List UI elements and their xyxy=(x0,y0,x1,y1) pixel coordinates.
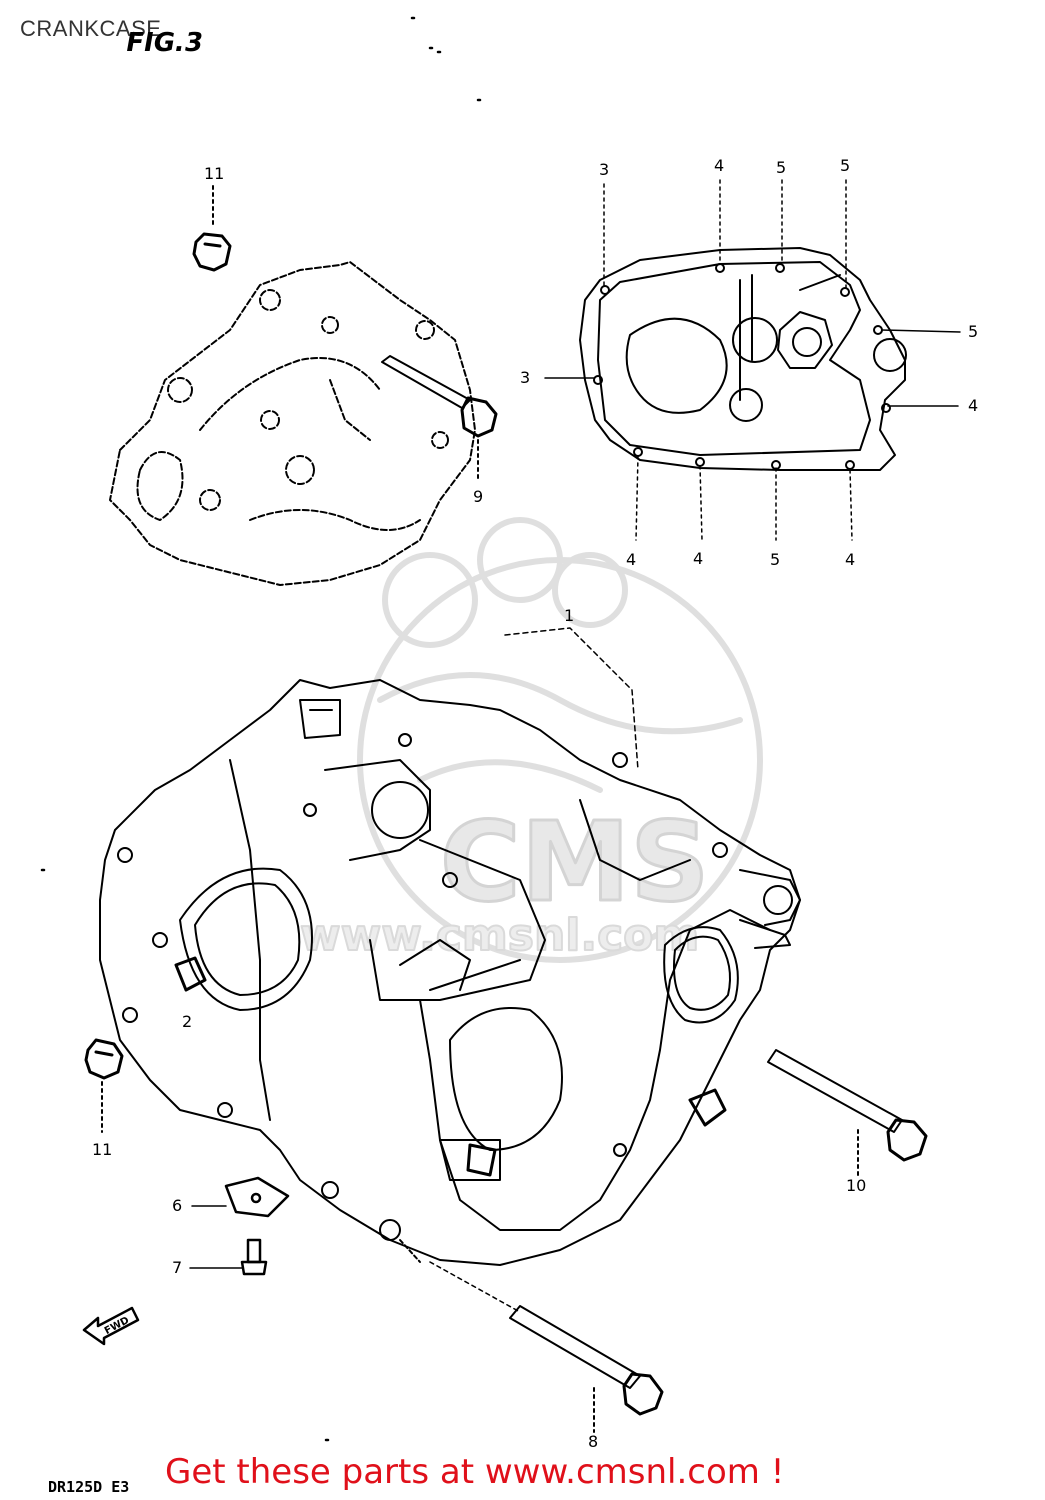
page-title: CRANKCASE xyxy=(20,16,162,41)
watermark-url: www.cmsnl.com xyxy=(300,910,699,961)
callout-5-top-a: 5 xyxy=(776,158,787,177)
callout-4-bottom-a: 4 xyxy=(626,550,637,569)
callout-5-right: 5 xyxy=(968,322,979,341)
scan-specks xyxy=(40,16,482,1442)
promo-link[interactable]: Get these parts at www.cmsnl.com ! xyxy=(165,1452,785,1492)
part-1-crankcase-assembly xyxy=(99,679,801,1266)
callout-4-bottom-c: 4 xyxy=(845,550,856,569)
part-8-bolt xyxy=(509,1305,664,1416)
part-11-cap-left xyxy=(84,1038,124,1080)
callout-9: 9 xyxy=(473,487,484,506)
callout-5-top-b: 5 xyxy=(840,156,851,175)
callout-1: 1 xyxy=(564,606,575,625)
watermark-text: CMS xyxy=(440,798,709,926)
fwd-arrow: FWD xyxy=(82,1306,140,1346)
callout-11-top: 11 xyxy=(204,164,225,183)
callout-4-top: 4 xyxy=(714,156,725,175)
callout-10: 10 xyxy=(846,1176,867,1195)
callout-3-top: 3 xyxy=(599,160,610,179)
part-6-plate xyxy=(224,1176,290,1218)
model-code: DR125D E3 xyxy=(48,1478,130,1496)
callout-4-bottom-b: 4 xyxy=(693,549,704,568)
callout-6: 6 xyxy=(172,1196,183,1215)
part-gasket xyxy=(579,247,907,471)
gasket-leaders xyxy=(544,179,961,541)
leader-1 xyxy=(504,627,639,771)
crankcase-right-half-outer xyxy=(109,261,476,586)
part-7-screw xyxy=(240,1238,268,1276)
callout-11-left: 11 xyxy=(92,1140,113,1159)
callout-8: 8 xyxy=(588,1432,599,1451)
cms-watermark: CMS www.cmsnl.com xyxy=(299,517,763,963)
leader-8-dashed xyxy=(429,1261,521,1313)
part-10-bolt xyxy=(767,1049,928,1162)
figure-label: FIG.3 xyxy=(123,28,206,58)
part-11-cap-top xyxy=(192,232,232,272)
callout-2: 2 xyxy=(182,1012,193,1031)
part-9-bolt xyxy=(381,355,498,438)
callout-5-bottom: 5 xyxy=(770,550,781,569)
callout-3-left: 3 xyxy=(520,368,531,387)
callout-7: 7 xyxy=(172,1258,183,1277)
callout-4-right: 4 xyxy=(968,396,979,415)
